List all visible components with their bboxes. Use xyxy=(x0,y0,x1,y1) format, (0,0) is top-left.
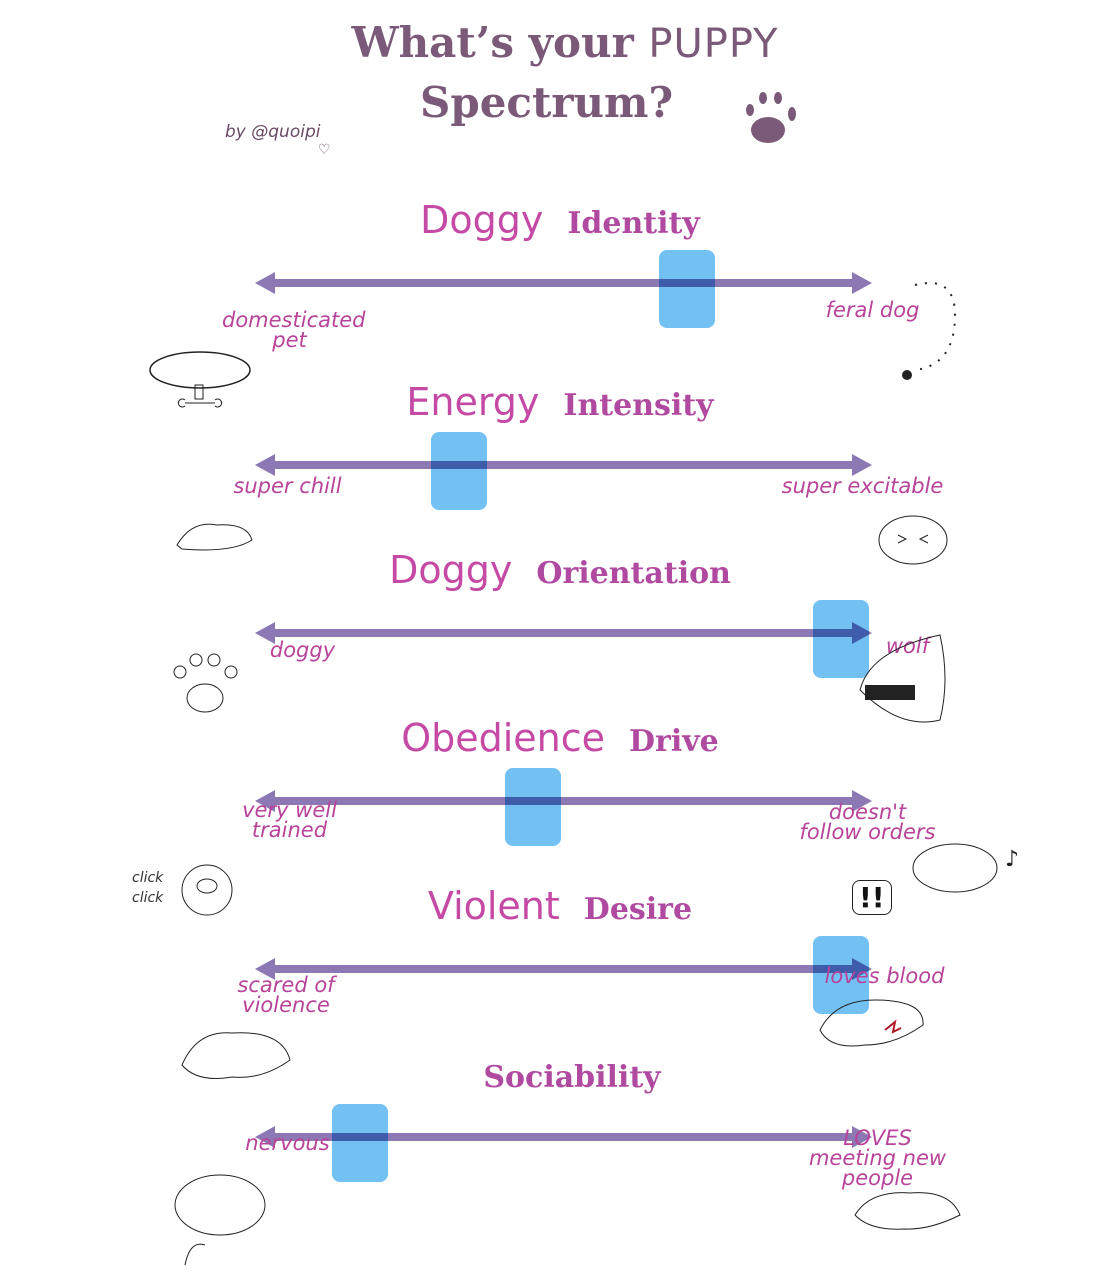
spectrum-title-a: Doggy xyxy=(420,198,544,242)
click-text: click click xyxy=(132,870,164,906)
spectrum-right-label: super excitable xyxy=(781,474,944,498)
spectrum-title-a: Energy xyxy=(406,380,540,424)
spectrum-left-label: super chill xyxy=(233,474,342,498)
spectrum-title: Obedience Drive xyxy=(0,716,1120,760)
spectrum-arrow xyxy=(255,1126,872,1148)
happy-dog-doodle-icon xyxy=(854,1192,961,1230)
collar-doodle-icon xyxy=(149,351,251,408)
nervous-dog-doodle-icon xyxy=(174,1174,266,1266)
spectrum-title-a: Doggy xyxy=(389,548,513,592)
spectrum-left-label: very well trained xyxy=(242,798,337,842)
spectrum-title-a: Violent xyxy=(427,884,560,928)
byline: by @quoipi xyxy=(225,122,321,142)
spectrum-marker[interactable] xyxy=(430,432,487,510)
spectrum-marker[interactable] xyxy=(813,600,870,678)
spectrum-title: Doggy Identity xyxy=(0,198,1120,242)
clicker-doodle-icon xyxy=(181,864,233,916)
title-part1: What’s your xyxy=(351,18,634,67)
bloody-dog-doodle-icon xyxy=(819,999,924,1047)
scared-dog-doodle-icon xyxy=(181,1032,291,1079)
excited-dog-doodle-icon xyxy=(878,515,948,565)
spectrum-title-a: Obedience xyxy=(401,716,606,760)
spectrum-right-label: loves blood xyxy=(824,964,945,988)
spectrum-title: Energy Intensity xyxy=(0,380,1120,424)
spectrum-title-b: Desire xyxy=(583,892,693,927)
paw-icon xyxy=(746,92,796,143)
spectrum-title-b: Orientation xyxy=(536,556,731,591)
spectrum-right-label: doesn't follow orders xyxy=(799,800,936,844)
spectrum-right-label: LOVES meeting new people xyxy=(808,1126,947,1190)
svg-text:♪: ♪ xyxy=(1005,847,1019,872)
spectrum-arrow xyxy=(255,790,872,812)
spectrum-arrow xyxy=(255,454,872,476)
spectrum-marker[interactable] xyxy=(504,768,561,846)
spectrum-left-label: scared of violence xyxy=(237,973,335,1017)
spectrum-title: Doggy Orientation xyxy=(0,548,1120,592)
heart-icon: ♡ xyxy=(318,142,331,158)
spectrum-title-b: Intensity xyxy=(563,388,714,423)
spectrum-arrow xyxy=(255,958,872,980)
spectrum-left-label: doggy xyxy=(269,638,336,662)
spectrum-right-label: feral dog xyxy=(825,298,920,322)
paw-print-doodle-icon xyxy=(173,653,238,713)
title-puppy: PUPPY xyxy=(648,21,779,67)
dog-singing-doodle-icon: ♪ xyxy=(912,843,1019,893)
fly-doodle-icon xyxy=(902,282,957,380)
sleeping-dog-doodle-icon xyxy=(176,523,253,551)
wolf-doodle-icon xyxy=(859,634,946,723)
spectrum-title-b: Identity xyxy=(567,206,700,241)
spectrum-left-label: nervous xyxy=(245,1131,330,1155)
spectrum-left-label: domesticated pet xyxy=(222,308,366,352)
spectrum-title: Violent Desire xyxy=(0,884,1120,928)
spectrum-marker[interactable] xyxy=(331,1104,388,1182)
exclaim-bubble: !! xyxy=(852,880,892,915)
spectrum-marker[interactable] xyxy=(658,250,715,328)
page-title: What’s your PUPPY xyxy=(0,18,1120,67)
spectrum-title-b: Sociability xyxy=(483,1060,661,1095)
spectrum-title-b: Drive xyxy=(629,724,719,759)
spectrum-arrow xyxy=(255,272,872,294)
spectrum-title: Sociability xyxy=(0,1052,1120,1096)
title-line2: Spectrum? xyxy=(420,78,674,127)
